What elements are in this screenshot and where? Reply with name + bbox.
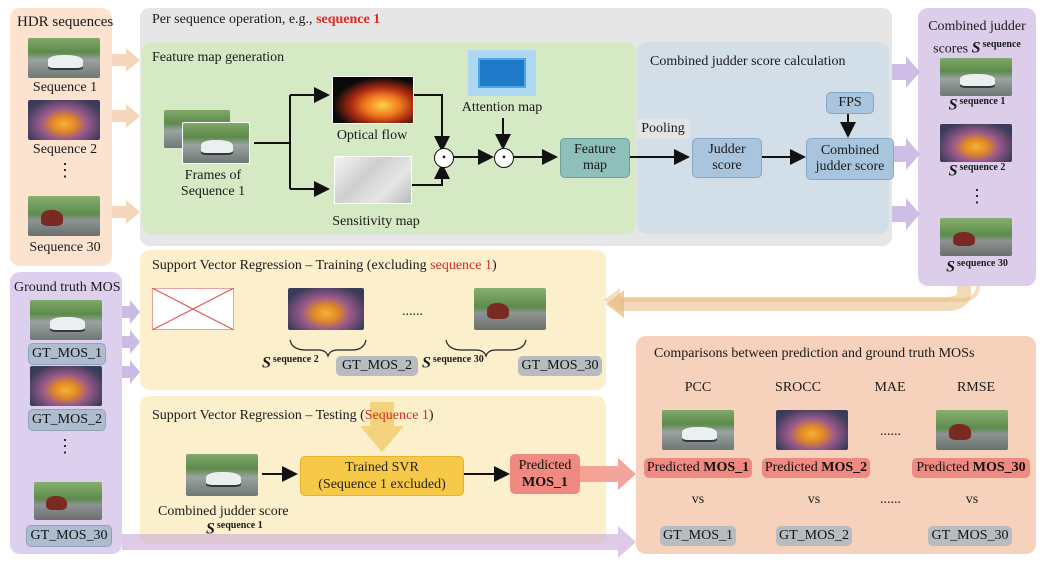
training-gt-mos-2: GT_MOS_2 [336,356,418,376]
optical-flow-image [332,76,414,124]
metric-pcc: PCC [684,380,712,395]
comparison-gt-mos-30: GT_MOS_30 [928,526,1012,546]
gt-input-arrows [122,300,140,384]
sensitivity-map-image [334,156,412,204]
feedback-arrow [604,286,980,312]
comparison-gt-mos-1: GT_MOS_1 [660,526,736,546]
training-dots: ...... [402,304,423,319]
operation-title: Per sequence operation, e.g., sequence 1 [152,12,381,27]
excluded-sequence-placeholder [152,288,234,330]
testing-thumb-1 [186,454,258,496]
multiply-node-2: • [494,148,514,168]
judder-score-box: Judder score [692,138,762,178]
comparison-thumb-2 [776,410,848,450]
comparison-dots-bottom: ...... [880,492,901,507]
frames-label: Frames of Sequence 1 [180,168,246,199]
training-title: Support Vector Regression – Training (ex… [152,258,497,273]
comparison-vs-30: vs [965,492,979,507]
combined-vertical-ellipsis: ⋮ [968,186,986,206]
fps-box: FPS [826,92,874,114]
metric-rmse: RMSE [956,380,996,395]
comparison-predicted-mos-1: Predicted MOS_1 [644,458,752,478]
gt-thumb-30 [34,482,102,520]
hdr-thumb-2 [28,100,100,140]
metric-mae: MAE [874,380,906,395]
hdr-input-arrow [112,48,140,224]
pooling-label: Pooling [636,119,690,139]
gt-mos-2-label: GT_MOS_2 [28,409,106,431]
comparison-title: Comparisons between prediction and groun… [654,346,975,361]
hdr-label-1: Sequence 1 [32,80,98,95]
hdr-label-30: Sequence 30 [29,240,101,255]
combined-judder-score-box: Combined judder score [806,138,894,180]
comparison-thumb-1 [662,410,734,450]
training-thumb-2 [288,288,364,330]
gt-thumb-1 [30,300,102,340]
comparison-predicted-mos-2: Predicted MOS_2 [762,458,870,478]
gt-thumb-2 [30,366,102,406]
ground-truth-title: Ground truth MOS [14,280,121,295]
hdr-vertical-ellipsis: ⋮ [56,160,74,180]
judder-calc-title: Combined judder score calculation [650,54,846,69]
feature-map-generation-title: Feature map generation [152,50,285,65]
testing-title: Support Vector Regression – Testing (Seq… [152,408,434,423]
hdr-thumb-30 [28,196,100,236]
attention-map-label: Attention map [461,100,543,115]
feature-map-box: Feature map [560,138,630,178]
hdr-sequences-title: HDR sequences [17,14,114,30]
combined-thumb-2 [940,124,1012,162]
trained-svr-box: Trained SVR (Sequence 1 excluded) [300,456,464,496]
metric-srocc: SROCC [775,380,821,395]
testing-combined-label: Combined judder score [158,504,289,519]
training-thumb-30 [474,288,546,330]
gt-mos-30-label: GT_MOS_30 [26,525,112,547]
combined-thumb-1 [940,58,1012,96]
frames-thumb-front [182,122,250,164]
comparison-predicted-mos-30: Predicted MOS_30 [912,458,1030,478]
hdr-thumb-1 [28,38,100,78]
comparison-dots-top: ...... [880,424,901,439]
optical-flow-image-back [334,80,344,90]
comparison-vs-2: vs [807,492,821,507]
training-gt-mos-30: GT_MOS_30 [518,356,602,376]
gt-mos-1-label: GT_MOS_1 [28,343,106,365]
multiply-node-1: • [434,148,454,168]
gt-vertical-ellipsis: ⋮ [56,436,74,456]
combined-thumb-30 [940,218,1012,256]
sensitivity-map-label: Sensitivity map [332,214,420,229]
attention-map-inner [478,58,526,88]
hdr-label-2: Sequence 2 [32,142,98,157]
comparison-thumb-30 [936,410,1008,450]
comparison-vs-1: vs [691,492,705,507]
optical-flow-label: Optical flow [336,128,408,143]
output-arrows [892,56,920,230]
comparison-gt-mos-2: GT_MOS_2 [776,526,852,546]
